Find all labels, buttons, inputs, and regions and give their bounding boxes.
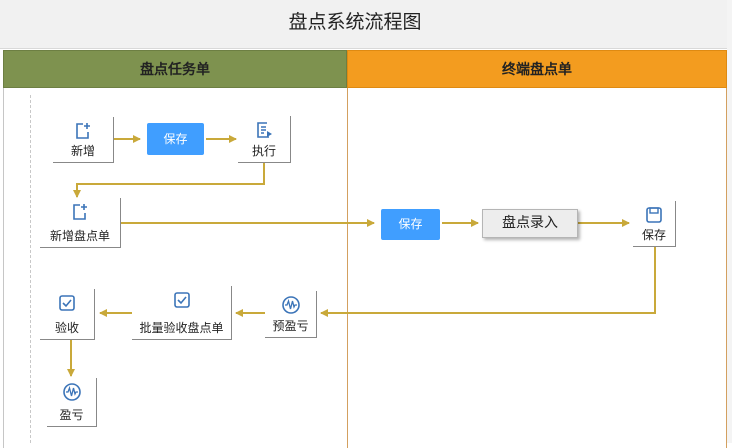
node-add-stocktake-label: 新增盘点单 [49,229,110,243]
waveform-icon [62,382,82,406]
node-add-stocktake[interactable]: 新增盘点单 [40,198,121,248]
node-execute-label: 执行 [251,144,276,158]
save-disk-icon [644,205,664,229]
node-execute[interactable]: 执行 [238,116,291,163]
lane-header-terminal-stocktake: 终端盘点单 [347,50,727,88]
node-accept[interactable]: 验收 [40,289,95,340]
node-batch-accept-label: 批量验收盘点单 [139,321,224,335]
lane-right-border [726,88,727,448]
arrow-save-to-pre-profit-loss [320,246,656,317]
node-pre-profit-loss-label: 预盈亏 [272,319,309,333]
lane-header-stocktake-task: 盘点任务单 [3,50,347,88]
checkbox-icon [172,290,192,314]
page-title: 盘点系统流程图 [288,11,422,33]
arrow-execute-to-add-stocktake [73,163,265,198]
stocktake-entry-box[interactable]: 盘点录入 [482,209,578,238]
lane-stocktake-task [3,88,347,448]
node-batch-accept[interactable]: 批量验收盘点单 [132,286,232,340]
waveform-icon [281,295,301,319]
execute-document-icon [254,120,274,144]
node-add[interactable]: 新增 [53,117,114,163]
title-bar: 盘点系统流程图 [0,0,732,49]
add-document-icon [70,202,90,226]
dashed-guide-line [30,95,31,443]
save-button-terminal[interactable]: 保存 [381,209,440,240]
node-save-label: 保存 [641,228,666,242]
node-add-label: 新增 [70,144,95,158]
node-profit-loss-label: 盈亏 [59,408,84,422]
save-button-task[interactable]: 保存 [147,123,204,155]
node-pre-profit-loss[interactable]: 预盈亏 [265,291,317,338]
lane-divider [347,88,348,448]
add-document-icon [73,121,93,145]
checkbox-icon [57,293,77,317]
right-edge-strip [727,0,732,443]
node-save[interactable]: 保存 [633,201,676,247]
node-accept-label: 验收 [54,321,79,335]
node-profit-loss[interactable]: 盈亏 [47,378,97,427]
